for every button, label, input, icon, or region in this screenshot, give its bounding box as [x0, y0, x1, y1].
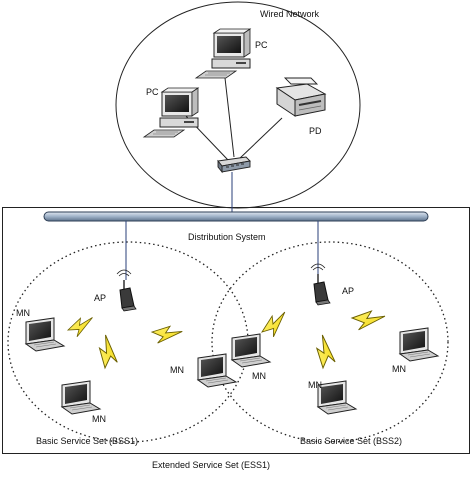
- ap2-icon: [310, 263, 331, 306]
- bss2-boundary: [211, 241, 449, 443]
- mn3-laptop-icon: [197, 353, 237, 388]
- wired-network-boundary: [115, 1, 361, 209]
- mn6-laptop-icon: [399, 327, 439, 362]
- bss1-label: Basic Service Set (BSS1): [36, 436, 139, 446]
- wireless-link-bolt: [66, 316, 96, 339]
- bss2-label: Basic Service Set (BSS2): [300, 436, 403, 446]
- ess-label: Extended Service Set (ESS1): [152, 460, 271, 470]
- distribution-system-bus: [43, 211, 429, 222]
- wireless-link-bolt: [311, 334, 343, 372]
- ess-boundary: [2, 207, 470, 454]
- mn5-laptop-icon: [317, 380, 357, 415]
- pc-top-icon: [195, 28, 251, 79]
- wireless-link-bolt: [148, 321, 184, 350]
- mn5-label: MN: [308, 380, 322, 390]
- wireless-link-bolt: [93, 334, 126, 372]
- printer-icon: [275, 77, 327, 117]
- mn4-laptop-icon: [231, 333, 271, 368]
- switch-icon: [217, 156, 251, 174]
- wired-cables: [184, 77, 283, 161]
- mn1-laptop-icon: [25, 317, 65, 352]
- mn6-label: MN: [392, 364, 406, 374]
- printer-label: PD: [309, 126, 322, 136]
- wireless-link-bolt: [257, 310, 293, 341]
- ap1-label: AP: [94, 293, 107, 303]
- mn3-label: MN: [170, 365, 184, 375]
- ap2-label: AP: [342, 286, 355, 296]
- mn4-label: MN: [252, 371, 266, 381]
- mn2-label: MN: [92, 414, 106, 424]
- pc-top-label: PC: [255, 40, 268, 50]
- mn1-label: MN: [16, 308, 30, 318]
- pc-left-label: PC: [146, 87, 159, 97]
- wireless-link-bolt: [348, 305, 386, 337]
- wired-network-label: Wired Network: [260, 9, 320, 19]
- distribution-system-label: Distribution System: [188, 232, 266, 242]
- mn2-laptop-icon: [61, 380, 101, 415]
